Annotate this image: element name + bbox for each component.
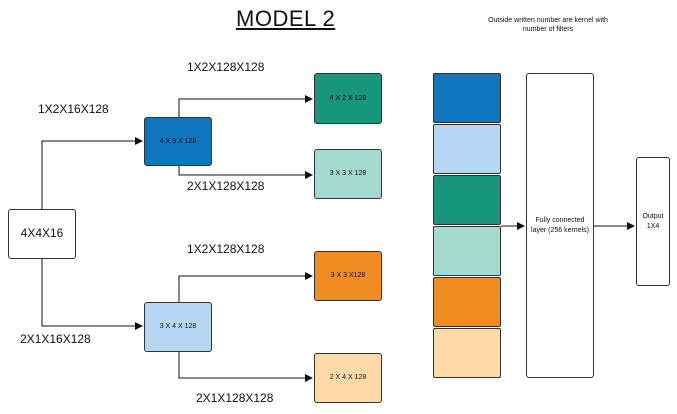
output-node-b2-2-label: 2 X 4 X 128 bbox=[329, 374, 367, 382]
edge-label-b2-o1: 1X2X128X128 bbox=[187, 242, 265, 256]
fully-connected-label: Fully connected layer (256 kernels) bbox=[531, 217, 589, 234]
final-output-label: Output 1X4 bbox=[642, 213, 664, 230]
stack-cell bbox=[433, 226, 501, 276]
fully-connected-node: Fully connected layer (256 kernels) bbox=[526, 73, 594, 378]
output-node-b1-1-label: 4 X 2 X 128 bbox=[329, 94, 367, 102]
output-node-b2-1-label: 3 X 3 X128 bbox=[330, 272, 366, 280]
arrow-branch-2-to-output-1 bbox=[178, 272, 313, 302]
output-node-b2-2: 2 X 4 X 128 bbox=[314, 353, 382, 403]
stack-cell bbox=[433, 175, 501, 225]
stack-cell bbox=[433, 73, 501, 123]
stack-cell bbox=[433, 124, 501, 174]
output-node-b1-2-label: 3 X 3 X 128 bbox=[329, 170, 367, 178]
filter-note: Outside written number are kernel with n… bbox=[488, 17, 608, 34]
input-node: 4X4X16 bbox=[8, 209, 76, 259]
edge-label-b2-o2: 2X1X128X128 bbox=[196, 391, 274, 405]
branch-2-node-label: 3 X 4 X 128 bbox=[159, 323, 197, 331]
final-output-node: Output 1X4 bbox=[636, 157, 670, 286]
input-node-label: 4X4X16 bbox=[20, 226, 64, 241]
stack-cell bbox=[433, 277, 501, 327]
arrow-input-to-branch-1 bbox=[41, 137, 143, 209]
output-node-b1-1: 4 X 2 X 128 bbox=[314, 73, 382, 124]
arrow-branch-1-to-output-2 bbox=[178, 166, 313, 179]
arrow-branch-2-to-output-2 bbox=[178, 352, 313, 382]
diagram-title: MODEL 2 bbox=[236, 6, 336, 31]
edge-label-b1-o1: 1X2X128X128 bbox=[187, 60, 265, 74]
arrow-branch-1-to-output-1 bbox=[178, 95, 313, 117]
branch-1-node-label: 4 X 3 X 128 bbox=[159, 137, 197, 145]
output-node-b2-1: 3 X 3 X128 bbox=[314, 251, 382, 301]
edge-label-b1-o2: 2X1X128X128 bbox=[187, 179, 265, 193]
output-node-b1-2: 3 X 3 X 128 bbox=[314, 149, 382, 199]
branch-1-node: 4 X 3 X 128 bbox=[144, 117, 212, 166]
arrow-input-to-branch-2 bbox=[41, 259, 143, 330]
edge-label-input-branch-2: 2X1X16X128 bbox=[20, 332, 91, 346]
edge-label-input-branch-1: 1X2X16X128 bbox=[38, 102, 109, 116]
stack-cell bbox=[433, 328, 501, 378]
branch-2-node: 3 X 4 X 128 bbox=[144, 302, 212, 352]
